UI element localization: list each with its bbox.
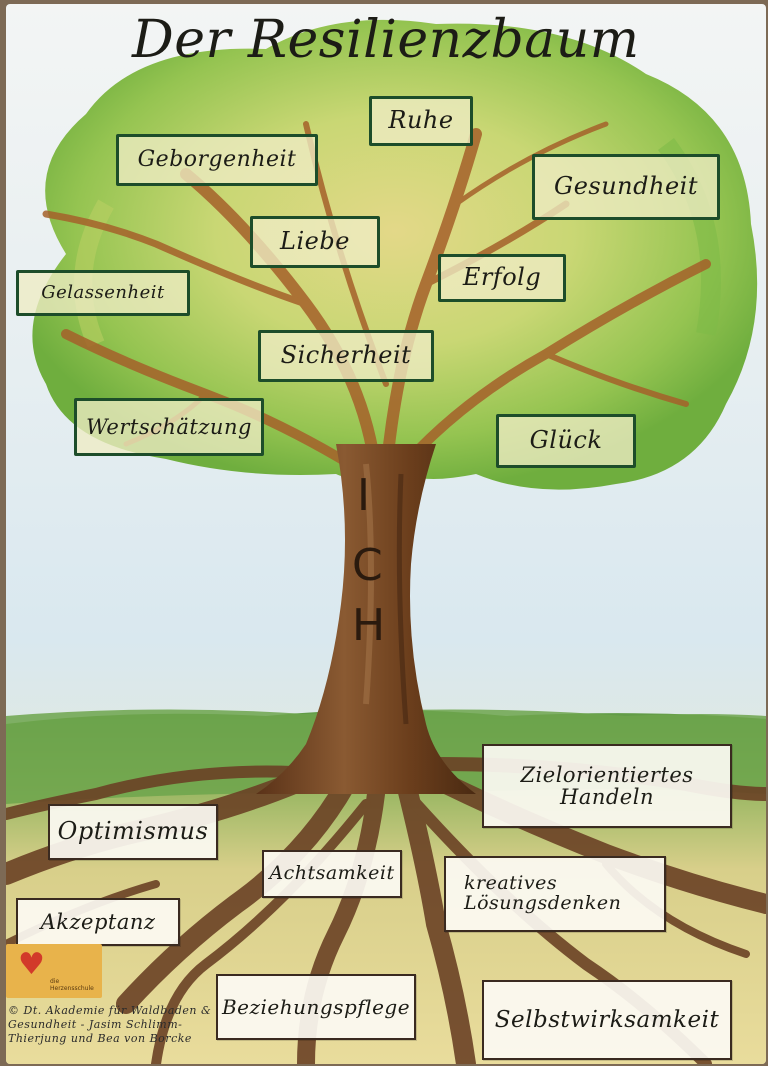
heart-icon: ♥ bbox=[18, 947, 45, 982]
trunk-letter-i: I bbox=[357, 470, 370, 521]
label-glueck: Glück bbox=[496, 414, 636, 468]
resilience-tree-poster: Der Resilienzbaum I C H Ruhe Geborgenhei… bbox=[6, 4, 766, 1064]
label-wertschaetzung: Wertschätzung bbox=[74, 398, 264, 456]
logo-text: die Herzensschule bbox=[50, 978, 94, 992]
label-zielorientiertes-line-1: Zielorientiertes bbox=[520, 762, 694, 787]
label-optimismus: Optimismus bbox=[48, 804, 218, 860]
label-akzeptanz: Akzeptanz bbox=[16, 898, 180, 946]
label-selbstwirksamkeit: Selbstwirksamkeit bbox=[482, 980, 732, 1060]
label-erfolg: Erfolg bbox=[438, 254, 566, 302]
copyright-note: © Dt. Akademie für Waldbaden & Gesundhei… bbox=[8, 1004, 212, 1045]
label-gesundheit: Gesundheit bbox=[532, 154, 720, 220]
trunk-letter-h: H bbox=[352, 600, 386, 651]
label-liebe: Liebe bbox=[250, 216, 380, 268]
label-achtsamkeit: Achtsamkeit bbox=[262, 850, 402, 898]
label-zielorientiertes-handeln: Zielorientiertes Handeln bbox=[482, 744, 732, 828]
label-kreatives-loesungsdenken: kreatives Lösungsdenken bbox=[444, 856, 666, 932]
label-geborgenheit: Geborgenheit bbox=[116, 134, 318, 186]
label-beziehungspflege: Beziehungspflege bbox=[216, 974, 416, 1040]
label-ruhe: Ruhe bbox=[369, 96, 473, 146]
label-kreatives-line-2: Lösungsdenken bbox=[464, 892, 622, 914]
label-kreatives-line-1: kreatives bbox=[464, 872, 558, 895]
poster-title: Der Resilienzbaum bbox=[132, 10, 640, 70]
herzensschule-logo: ♥ die Herzensschule bbox=[6, 944, 102, 998]
label-sicherheit: Sicherheit bbox=[258, 330, 434, 382]
tree-trunk bbox=[256, 444, 476, 794]
label-gelassenheit: Gelassenheit bbox=[16, 270, 190, 316]
trunk-letter-c: C bbox=[352, 540, 383, 591]
label-zielorientiertes-line-2: Handeln bbox=[560, 785, 654, 809]
